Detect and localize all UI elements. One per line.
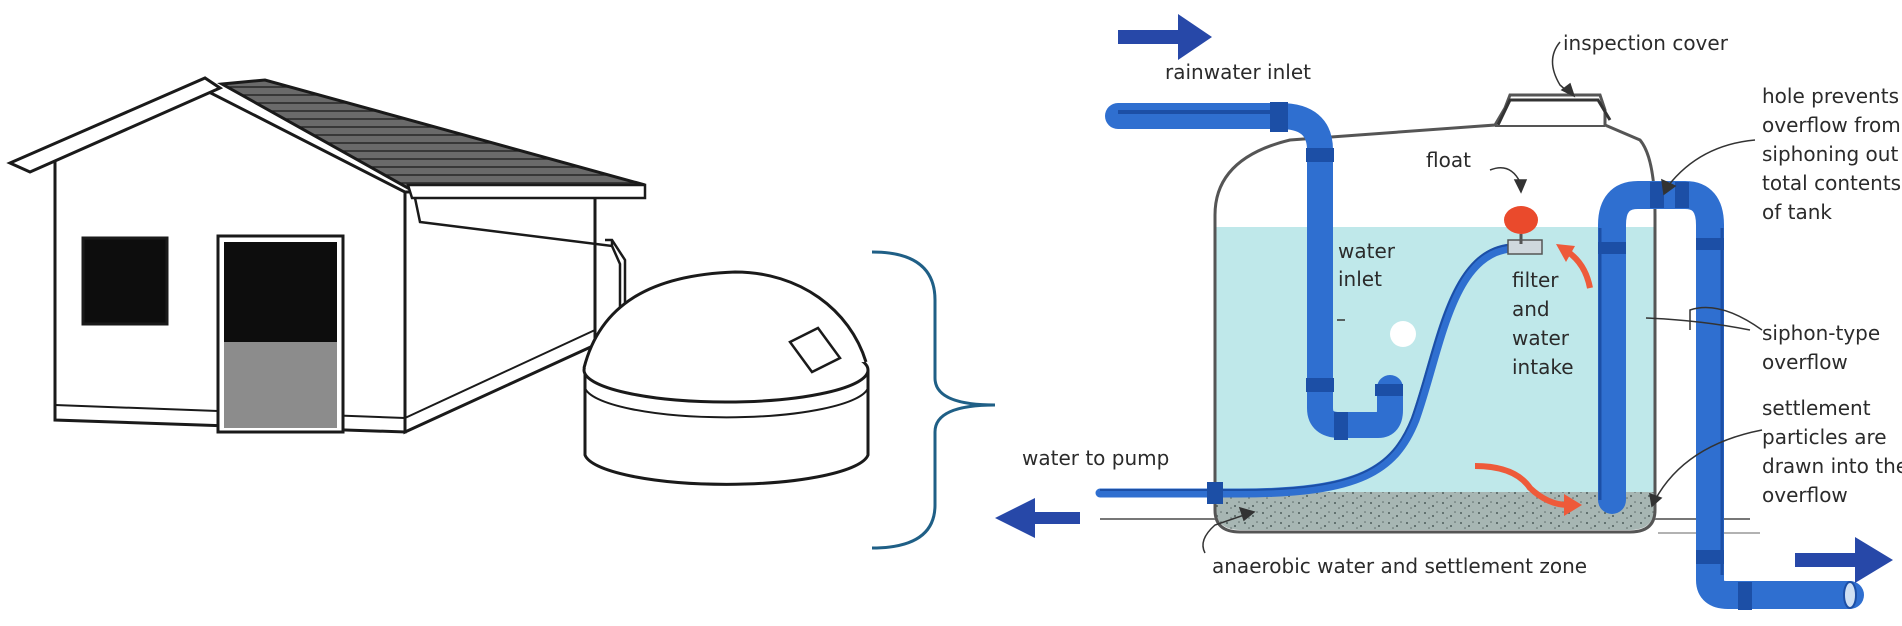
label-anaerobic-zone: anaerobic water and settlement zone xyxy=(1212,554,1587,578)
label-hole-prevents: hole prevents overflow from siphoning ou… xyxy=(1762,84,1901,224)
rainwater-tank-sketch xyxy=(582,270,870,486)
svg-text:siphon-type: siphon-type xyxy=(1762,321,1880,345)
settlement-flow-arrow xyxy=(1474,463,1569,508)
roof-gable-edge xyxy=(6,76,224,174)
water-to-pump-arrow xyxy=(995,498,1080,538)
label-filter-intake: filter and water intake xyxy=(1512,268,1574,379)
float xyxy=(1504,206,1538,244)
svg-text:settlement: settlement xyxy=(1762,396,1871,420)
rainwater-inlet-arrow xyxy=(1118,14,1212,60)
svg-text:overflow: overflow xyxy=(1762,483,1848,507)
svg-text:water: water xyxy=(1512,326,1570,350)
house-side-wall xyxy=(403,188,597,435)
svg-text:and: and xyxy=(1512,297,1550,321)
inspection-cover xyxy=(1496,98,1612,126)
settlement-zone xyxy=(1215,492,1655,530)
tank-hatch xyxy=(788,326,842,374)
label-siphon-overflow: siphon-type overflow xyxy=(1762,321,1880,374)
siphon-overflow-pipe xyxy=(1598,181,1864,610)
flow-arrows xyxy=(1474,244,1593,516)
direction-arrows xyxy=(995,14,1893,583)
leader-lines xyxy=(1202,41,1763,554)
pump-hose xyxy=(1095,239,1543,504)
label-settlement-particles: settlement particles are drawn into the … xyxy=(1762,396,1902,507)
svg-text:filter: filter xyxy=(1512,268,1559,292)
svg-text:overflow from: overflow from xyxy=(1762,113,1901,137)
svg-text:overflow: overflow xyxy=(1762,350,1848,374)
label-rainwater-inlet: rainwater inlet xyxy=(1165,60,1311,84)
bracket xyxy=(871,250,996,550)
svg-text:hole prevents: hole prevents xyxy=(1762,84,1899,108)
svg-text:siphoning out: siphoning out xyxy=(1762,142,1898,166)
label-water-to-pump: water to pump xyxy=(1022,446,1169,470)
svg-text:inlet: inlet xyxy=(1338,267,1382,291)
house-window xyxy=(81,236,169,326)
svg-text:drawn into the: drawn into the xyxy=(1762,454,1902,478)
svg-text:total contents: total contents xyxy=(1762,171,1901,195)
label-water-inlet: water inlet xyxy=(1338,239,1396,291)
house-illustration xyxy=(6,76,647,435)
label-float: float xyxy=(1426,148,1471,172)
water-inlet-pipe xyxy=(1105,102,1403,440)
svg-text:water: water xyxy=(1338,239,1396,263)
overflow-out-arrow xyxy=(1795,537,1893,583)
svg-text:intake: intake xyxy=(1512,355,1574,379)
svg-text:particles are: particles are xyxy=(1762,425,1887,449)
gutter xyxy=(413,197,614,248)
label-inspection-cover: inspection cover xyxy=(1563,31,1729,55)
tank-water xyxy=(1215,227,1655,525)
tank-outline xyxy=(1213,93,1657,534)
svg-text:of tank: of tank xyxy=(1762,200,1832,224)
